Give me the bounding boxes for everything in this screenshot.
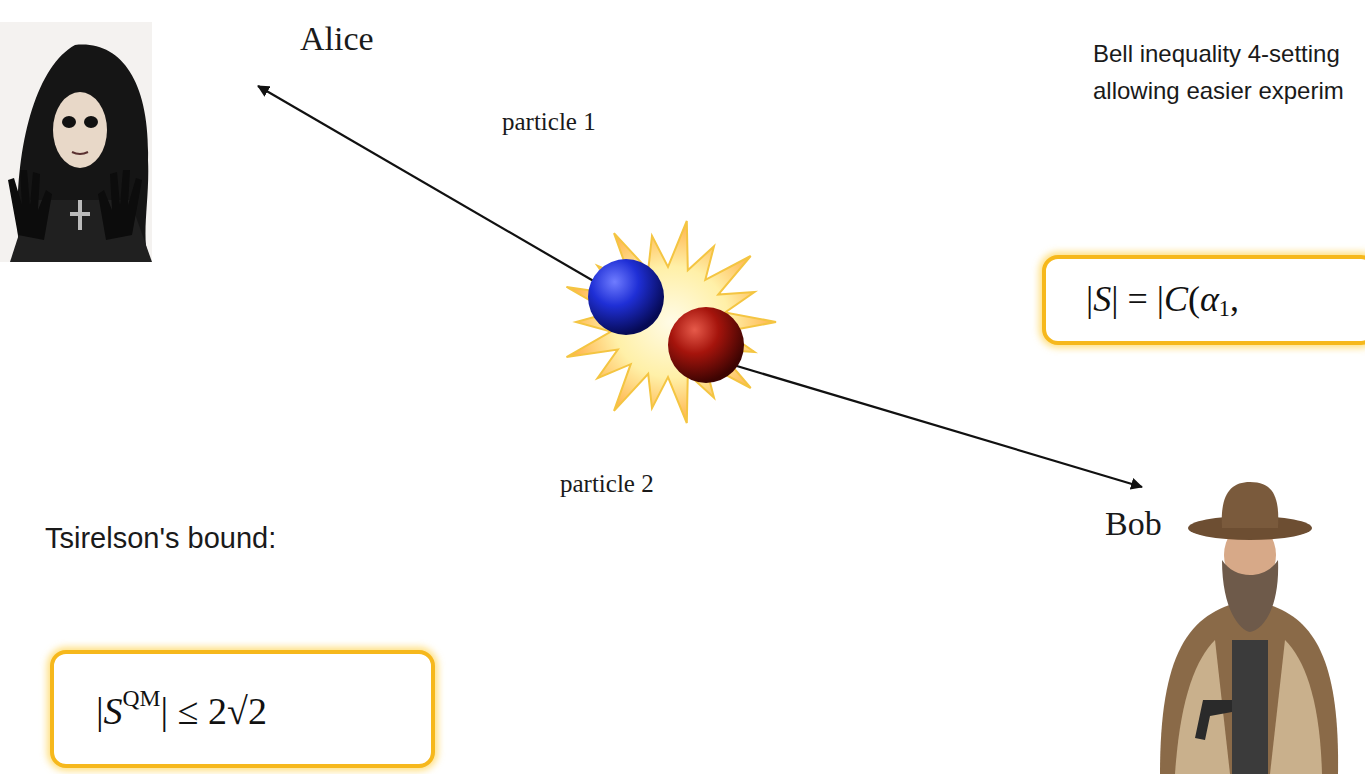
person-name: Alice [300,20,374,58]
caption-text: Tsirelson's bound: [45,522,276,555]
bob-portrait [1150,470,1345,774]
alice-portrait [0,22,152,262]
formula-box: |SQM| ≤ 2√2 [50,650,435,768]
particle-label: particle 1 [502,108,596,136]
particle-arrow [690,352,1142,487]
formula-text: |SQM| ≤ 2√2 [96,685,267,733]
formula-box: |S| = |C(α1, [1042,255,1365,345]
particle-arrow [258,86,640,308]
heading-text: Bell inequality 4-setting [1093,40,1340,68]
particle-sphere [588,259,664,335]
formula-text: |S| = |C(α1, [1086,278,1239,323]
particle-sphere [668,307,744,383]
heading-text: allowing easier experim [1093,77,1344,105]
particle-label: particle 2 [560,470,654,498]
explosion-burst [567,221,777,423]
person-name: Bob [1105,505,1162,543]
